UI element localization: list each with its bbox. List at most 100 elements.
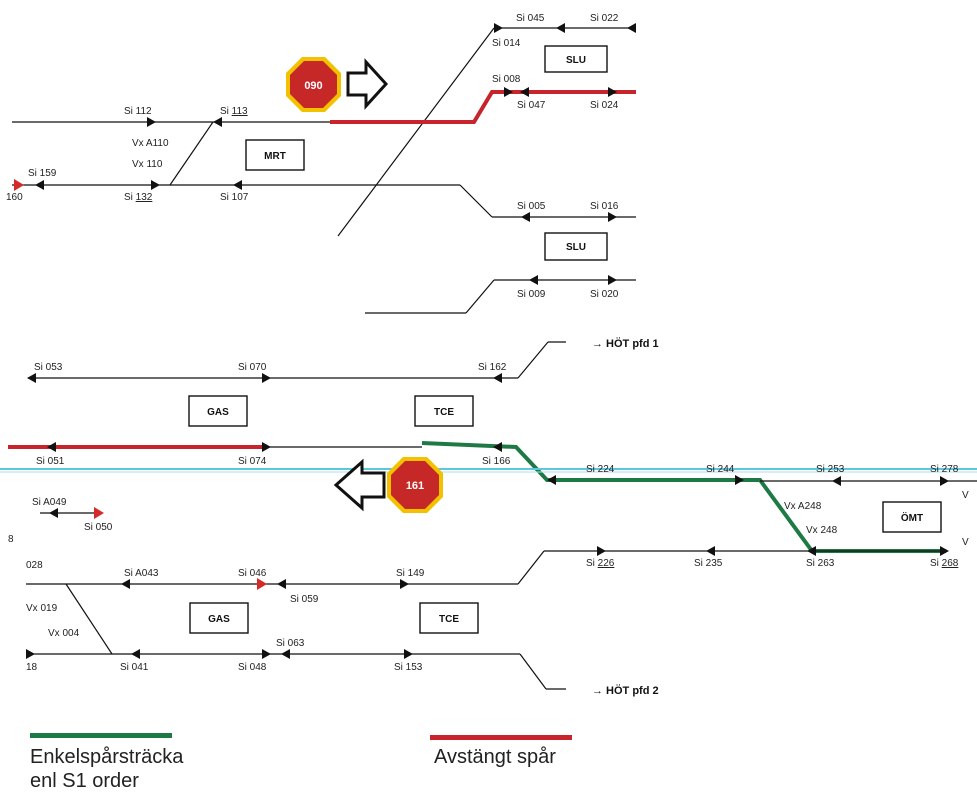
signal-mark bbox=[494, 23, 503, 33]
signal-mark bbox=[547, 475, 556, 485]
signal-mark bbox=[131, 649, 140, 659]
signal-label: Si 132 bbox=[124, 192, 153, 203]
signal-label: Si 153 bbox=[394, 662, 423, 673]
signal-label: Si 053 bbox=[34, 362, 63, 373]
signal-label: Si 263 bbox=[806, 558, 835, 569]
signal-mark bbox=[94, 507, 104, 519]
signal-mark bbox=[47, 442, 56, 452]
switch-label: Vx 019 bbox=[26, 603, 58, 614]
signal-label: V bbox=[962, 537, 969, 548]
track-slu-lower-2b bbox=[465, 279, 495, 314]
signal-label: Si 107 bbox=[220, 192, 249, 203]
signal-mark bbox=[608, 275, 617, 285]
signal-label: Si 048 bbox=[238, 662, 267, 673]
closed-track-top bbox=[330, 90, 636, 124]
svg-text:GAS: GAS bbox=[207, 407, 229, 418]
switch-label: Vx A248 bbox=[784, 501, 822, 512]
signal-label: Si 112 bbox=[124, 106, 152, 117]
direction-arrow-right-icon bbox=[346, 58, 389, 110]
signal-mark bbox=[807, 546, 816, 556]
bottom-section-tracks bbox=[26, 512, 946, 690]
signal-label: Si 244 bbox=[706, 464, 735, 475]
legend-label-closed-track: Avstängt spår bbox=[434, 745, 556, 769]
signal-mark bbox=[26, 649, 35, 659]
track-hot1-curve bbox=[517, 341, 549, 379]
signal-mark bbox=[521, 212, 530, 222]
switch-vx-a110 bbox=[169, 121, 214, 186]
station-box-gas-middle: GAS bbox=[188, 395, 248, 427]
signal-label: Si 008 bbox=[492, 74, 521, 85]
stop-sign-090: 090 bbox=[286, 57, 341, 112]
signal-label: Si 268 bbox=[930, 558, 959, 569]
signal-mark bbox=[597, 546, 606, 556]
bottom-section-signal-marks bbox=[26, 507, 949, 659]
signal-mark bbox=[14, 179, 24, 191]
signal-label: Si 070 bbox=[238, 362, 267, 373]
signal-label: 160 bbox=[6, 192, 23, 203]
signal-label: Si 020 bbox=[590, 289, 619, 300]
signal-mark bbox=[493, 442, 502, 452]
signal-mark bbox=[627, 23, 636, 33]
svg-text:GAS: GAS bbox=[208, 614, 230, 625]
svg-text:TCE: TCE bbox=[439, 614, 459, 625]
signal-mark bbox=[504, 87, 513, 97]
signal-label: 028 bbox=[26, 560, 43, 571]
station-box-omt: ÖMT bbox=[882, 501, 942, 533]
signal-mark bbox=[556, 23, 565, 33]
legend-text: enl S1 order bbox=[30, 770, 139, 792]
signal-mark bbox=[281, 649, 290, 659]
track-omt-curve bbox=[517, 550, 545, 585]
signal-mark bbox=[49, 508, 58, 518]
signal-label: Si 149 bbox=[396, 568, 425, 579]
signal-mark bbox=[121, 579, 130, 589]
signal-mark bbox=[277, 579, 286, 589]
signal-label: Si 016 bbox=[590, 201, 619, 212]
signal-mark bbox=[262, 649, 271, 659]
svg-text:ÖMT: ÖMT bbox=[901, 511, 923, 524]
signal-mark bbox=[262, 373, 271, 383]
signal-label: Si 050 bbox=[84, 522, 113, 533]
signal-mark bbox=[706, 546, 715, 556]
signal-mark bbox=[233, 180, 242, 190]
signal-label: Si 022 bbox=[590, 13, 619, 24]
middle-section-tracks bbox=[8, 341, 977, 553]
svg-text:TCE: TCE bbox=[434, 407, 454, 418]
destination-label: → HÖT pfd 1 bbox=[592, 337, 659, 350]
signal-mark bbox=[213, 117, 222, 127]
signal-label: Si 113 bbox=[220, 106, 248, 117]
legend-label-single-track: Enkelspårsträcka enl S1 order bbox=[30, 745, 183, 793]
signal-mark bbox=[940, 476, 949, 486]
signal-label: Si A043 bbox=[124, 568, 159, 579]
track-mrt-curve bbox=[459, 184, 493, 218]
signal-label: Si 005 bbox=[517, 201, 546, 212]
signal-label: Si 041 bbox=[120, 662, 149, 673]
station-box-slu-top: SLU bbox=[544, 45, 608, 73]
signal-label: Si 046 bbox=[238, 568, 267, 579]
signal-mark bbox=[262, 442, 271, 452]
top-section-signal-labels: Si 045 Si 022 Si 014 Si 008 Si 047 Si 02… bbox=[6, 13, 619, 300]
signal-label: Si 074 bbox=[238, 456, 267, 467]
signal-label: Si 063 bbox=[276, 638, 305, 649]
destination-label: → HÖT pfd 2 bbox=[592, 684, 659, 697]
signal-label: Si 226 bbox=[586, 558, 615, 569]
signal-label: Si 278 bbox=[930, 464, 959, 475]
signal-label: 8 bbox=[8, 534, 14, 545]
svg-text:SLU: SLU bbox=[566, 55, 586, 66]
signal-mark bbox=[608, 87, 617, 97]
station-box-gas-bottom: GAS bbox=[189, 602, 249, 634]
switch-label: Vx A110 bbox=[132, 138, 169, 149]
bottom-section-signal-labels: Si A049 Si 050 8 028 Si A043 Si 046 Si 0… bbox=[8, 497, 969, 697]
station-box-slu-bottom: SLU bbox=[544, 232, 608, 261]
svg-text:090: 090 bbox=[304, 80, 322, 92]
track-hot2-curve bbox=[519, 653, 547, 690]
signal-mark bbox=[735, 475, 744, 485]
middle-section-signal-marks bbox=[27, 373, 949, 486]
switch-label: Vx 004 bbox=[48, 628, 80, 639]
signal-label: Si 047 bbox=[517, 100, 546, 111]
switch-vx-019 bbox=[65, 583, 113, 655]
signal-mark bbox=[940, 546, 949, 556]
signal-mark bbox=[151, 180, 160, 190]
direction-arrow-left-icon bbox=[333, 458, 386, 512]
switch-label: Vx 110 bbox=[132, 159, 163, 170]
svg-text:MRT: MRT bbox=[264, 151, 286, 162]
